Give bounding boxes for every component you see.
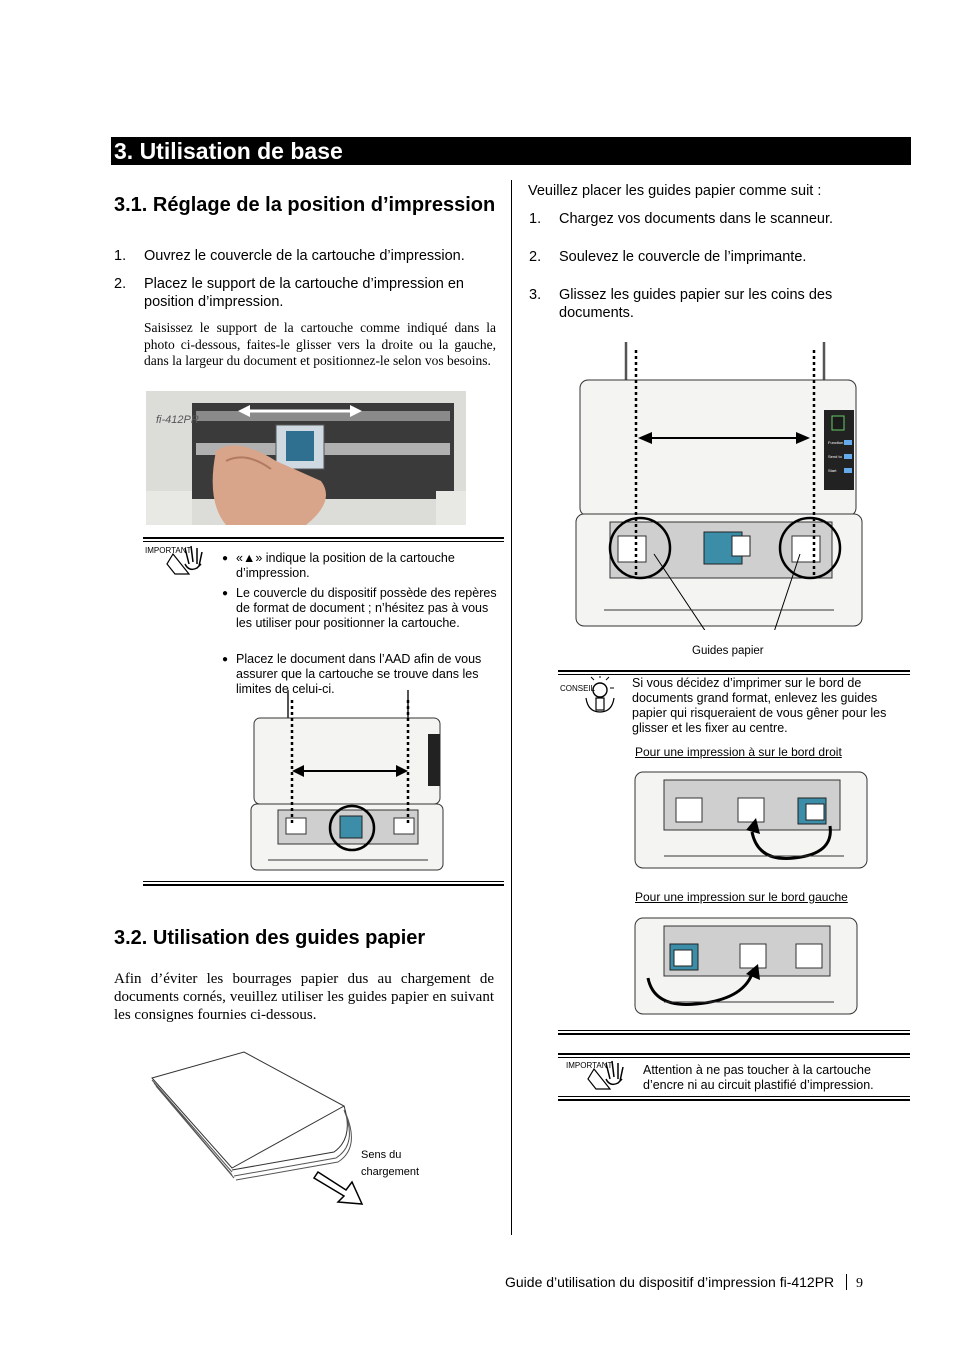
page-number: 9: [855, 1276, 863, 1291]
important-rule-top: [143, 537, 504, 539]
conseil-label: CONSEIL: [560, 684, 596, 693]
footer: Guide d’utilisation du dispositif d’impr…: [505, 1274, 863, 1292]
conseil-icon: CONSEIL: [558, 676, 622, 716]
important-label: IMPORTANT: [145, 546, 192, 555]
section-title-3-1: 3.1. Réglage de la position d’impression: [114, 194, 496, 216]
right-edge-caption: Pour une impression à sur le bord droit: [635, 745, 842, 759]
feed-direction-label: Sens du chargement: [361, 1149, 420, 1178]
guides-printer-diagram: Function Send to Start: [574, 340, 864, 639]
step-text: Ouvrez le couvercle de la cartouche d’im…: [144, 248, 465, 264]
right-edge-diagram: [634, 770, 868, 870]
important-rule-bottom: [143, 881, 504, 882]
left-edge-diagram: [634, 916, 858, 1016]
step-2: 2. Placez le support de la cartouche d’i…: [114, 275, 504, 315]
step-number: 2.: [114, 276, 127, 292]
important2-rule-bottom: [558, 1096, 910, 1097]
footer-title: Guide d’utilisation du dispositif d’impr…: [505, 1274, 835, 1290]
guides-caption: Guides papier: [692, 645, 764, 657]
important-rule-bottom-thick: [143, 884, 504, 886]
right-step-3: 3. Glissez les guides papier sur les coi…: [529, 287, 833, 321]
svg-text:Send to: Send to: [828, 454, 843, 459]
section-title-3-2: 3.2. Utilisation des guides papier: [114, 927, 426, 949]
conseil-rule-bottom-thick: [558, 1033, 910, 1035]
right-step-1: 1. Chargez vos documents dans le scanneu…: [529, 211, 834, 227]
footer-separator: [846, 1274, 848, 1290]
important2-text: Attention à ne pas toucher à la cartouch…: [643, 1063, 874, 1092]
printer-diagram: [248, 690, 446, 872]
left-edge-caption: Pour une impression sur le bord gauche: [635, 890, 848, 904]
cartridge-photo: fi-412PR: [146, 391, 466, 525]
svg-text:Function: Function: [828, 440, 843, 445]
important-rule-top-thin: [143, 541, 504, 542]
cartridge-note: Saisissez le support de la cartouche com…: [144, 320, 496, 368]
important2-label: IMPORTANT: [566, 1061, 613, 1070]
step-number: 1.: [114, 248, 127, 264]
step-text: Placez le support de la cartouche d’impr…: [144, 276, 464, 310]
important-icon: IMPORTANT: [145, 544, 209, 576]
paper-stack-illustration: [148, 1048, 368, 1206]
right-step-2: 2. Soulevez le couvercle de l’imprimante…: [529, 249, 807, 265]
important2-rule-bottom-thick: [558, 1099, 910, 1101]
svg-text:Start: Start: [828, 468, 837, 473]
conseil-rule-top-thin: [558, 674, 910, 675]
guides-intro: Veuillez placer les guides papier comme …: [528, 183, 822, 199]
paper-guides-intro: Afin d’éviter les bourrages papier dus a…: [114, 971, 494, 1023]
important2-icon: IMPORTANT: [566, 1059, 630, 1091]
conseil-text: Si vous décidez d’imprimer sur le bord d…: [632, 676, 887, 735]
step-1: 1. Ouvrez le couvercle de la cartouche d…: [114, 247, 504, 267]
column-divider: [511, 180, 512, 1235]
conseil-rule-top: [558, 670, 910, 672]
chapter-title: 3. Utilisation de base: [111, 137, 911, 165]
conseil-rule-bottom: [558, 1030, 910, 1031]
photo-logo: fi-412PR: [156, 414, 199, 426]
important2-rule-top: [558, 1053, 910, 1055]
important2-rule-top-thin: [558, 1057, 910, 1058]
